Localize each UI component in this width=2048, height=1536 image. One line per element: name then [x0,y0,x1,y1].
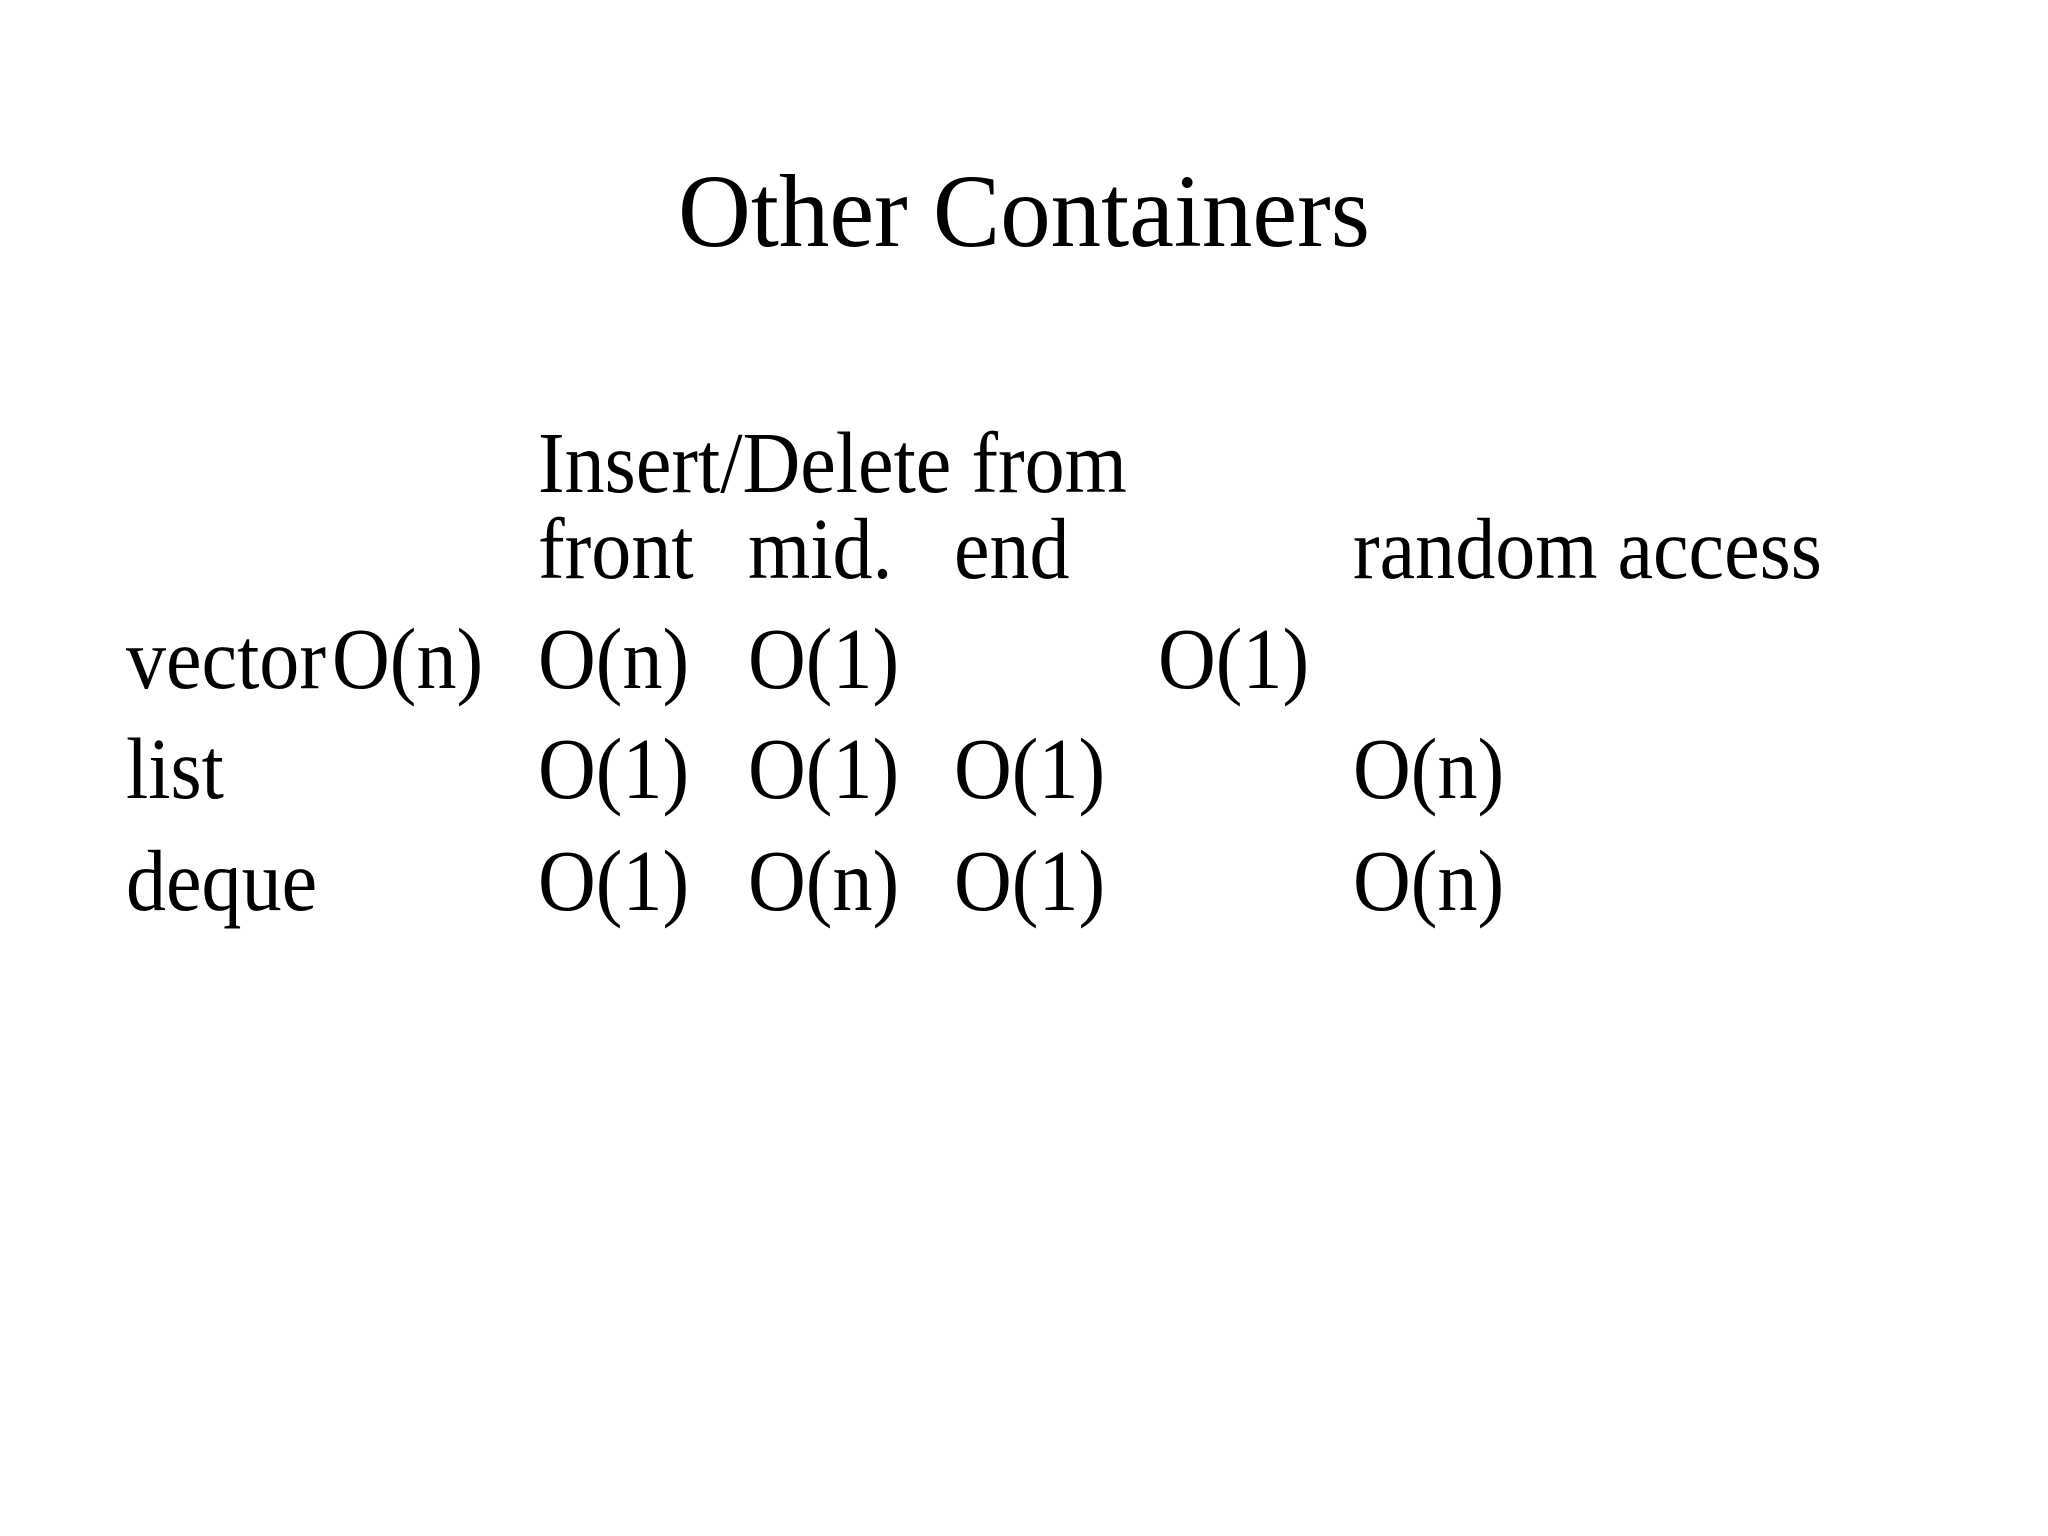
cell-deque-front: O(1) [538,832,690,929]
cell-vector-random-access: O(1) [1158,610,1310,707]
table-column-header-row: front mid. end random access [0,505,2048,617]
cell-list-end: O(1) [954,720,1106,817]
cell-deque-mid: O(n) [748,832,900,929]
slide-title: Other Containers [678,154,1370,269]
cell-list-mid: O(1) [748,720,900,817]
cell-vector-end: O(1) [748,610,900,707]
cell-list-front: O(1) [538,720,690,817]
row-label-list: list [126,720,224,817]
col-header-front: front [538,500,694,597]
col-header-mid: mid. [748,500,893,597]
cell-vector-mid: O(n) [538,610,690,707]
cell-deque-end: O(1) [954,832,1106,929]
row-label-vector: vector [126,610,326,707]
group-header-insert-delete-from: Insert/Delete from [538,414,1127,511]
cell-list-random-access: O(n) [1353,720,1505,817]
table-row-deque: deque O(1) O(n) O(1) O(n) [0,837,2048,949]
col-header-random-access: random access [1353,500,1822,597]
row-label-deque: deque [126,832,318,929]
table-group-header-row: Insert/Delete from [0,419,2048,531]
col-header-end: end [954,500,1070,597]
table-row-vector: vector O(n) O(n) O(1) O(1) [0,615,2048,727]
cell-vector-front: O(n) [332,610,484,707]
cell-deque-random-access: O(n) [1353,832,1505,929]
table-row-list: list O(1) O(1) O(1) O(n) [0,725,2048,837]
